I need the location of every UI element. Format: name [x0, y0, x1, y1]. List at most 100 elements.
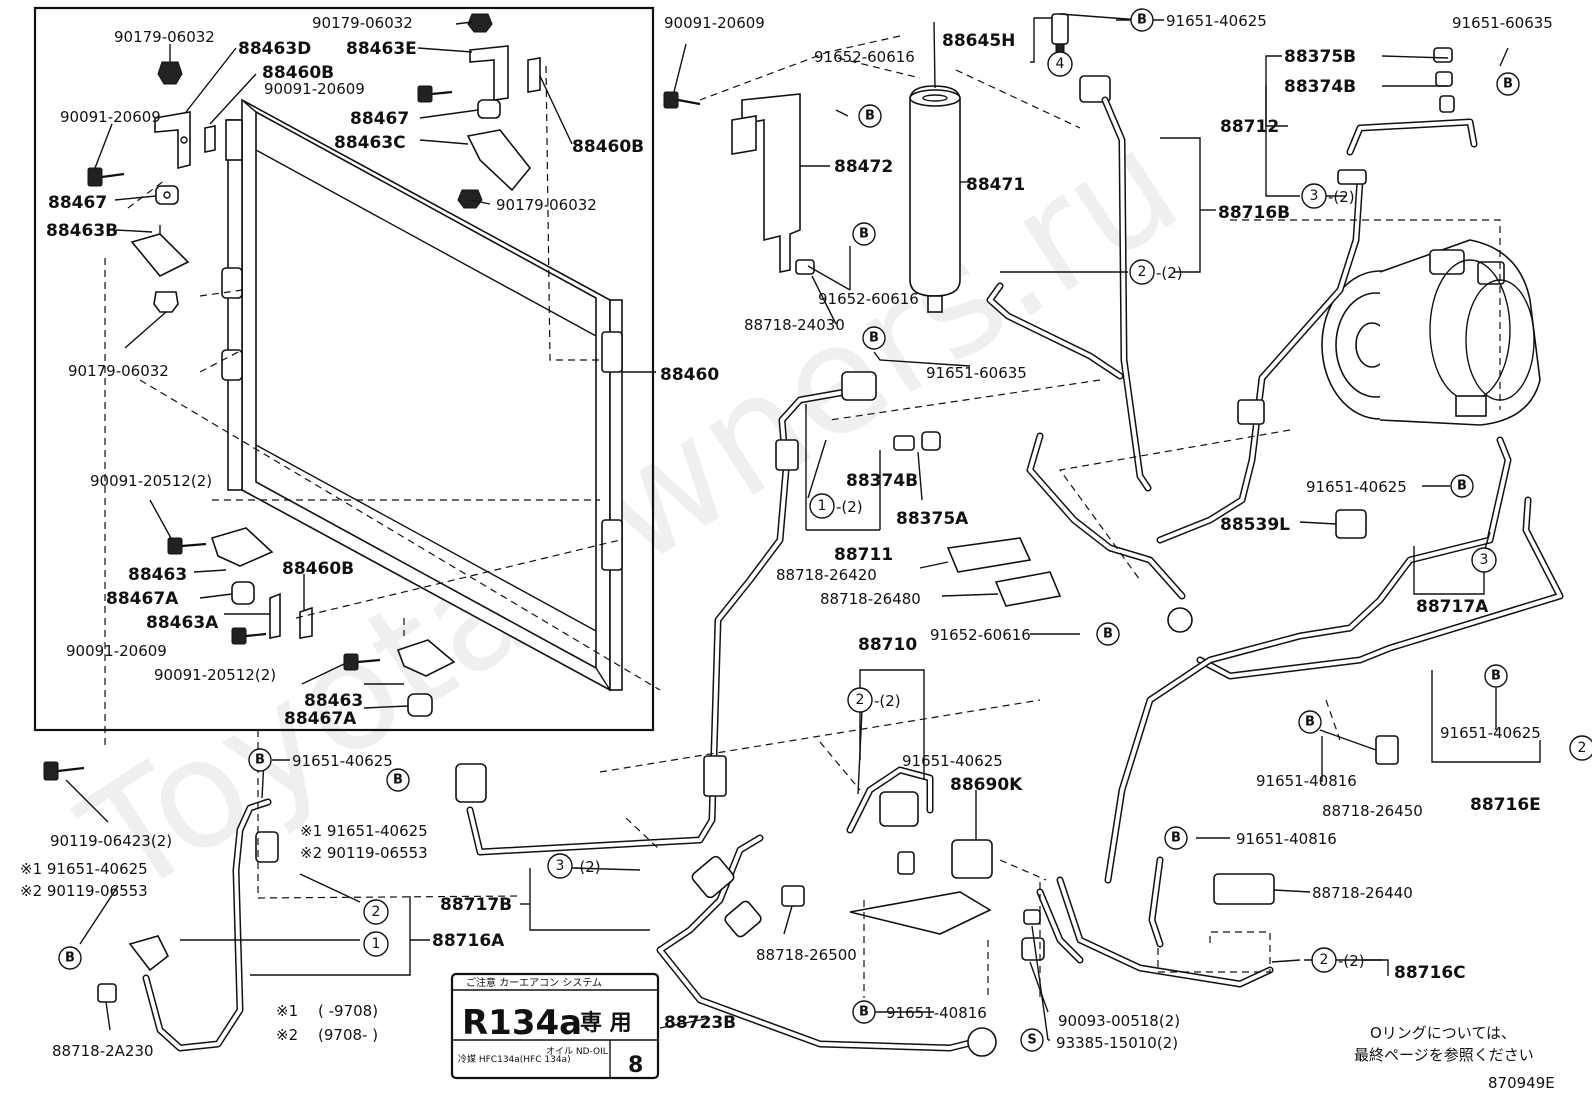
- label-88467-a: 88467: [48, 193, 107, 213]
- nut-90093-00518: [1021, 937, 1045, 961]
- hose-clamp-88712: [1337, 169, 1367, 185]
- marker-s-93385: S: [1020, 1028, 1044, 1052]
- label-91652-60616-c: 91652-60616: [930, 626, 1031, 644]
- marker-b-91651-60635-center: B: [862, 326, 886, 350]
- bracket-88463-lower: [396, 639, 456, 677]
- label-88718-24030: 88718-24030: [744, 316, 845, 334]
- label-bubble3-qty-a: -(2): [574, 858, 601, 876]
- label-88711: 88711: [834, 545, 893, 565]
- label-88718-2a230: 88718-2A230: [52, 1042, 154, 1060]
- diagram-code: 870949E: [1488, 1074, 1555, 1092]
- bubble-1-88716a: 1: [363, 931, 389, 957]
- cushion-88467-top: [477, 99, 501, 119]
- label-note2-90119-06553-left: ※2 90119-06553: [20, 882, 148, 900]
- label-91651-40816-c: 91651-40816: [1236, 830, 1337, 848]
- label-88716a: 88716A: [432, 931, 505, 951]
- cap-88375a: [921, 431, 941, 451]
- bubble-1-88711: 1: [809, 493, 835, 519]
- label-88717b: 88717B: [440, 895, 512, 915]
- label-88463c: 88463C: [334, 133, 406, 153]
- plate-oil-number: 8: [628, 1053, 643, 1078]
- compressor-drawing: [1321, 239, 1541, 426]
- cushion-88467a-left: [231, 581, 255, 605]
- bubble-2-88716e: 2: [1569, 735, 1592, 761]
- hose-crimp-88711-lower: [703, 755, 727, 797]
- label-bubble2-qty-c: -(2): [1338, 952, 1365, 970]
- range1-text: ( -9708): [318, 1002, 378, 1020]
- label-bubble2-qty-a: -(2): [1156, 264, 1183, 282]
- plate-header: ご注意 カーエアコン システム: [466, 976, 602, 989]
- fitting-88711-top: [841, 371, 877, 401]
- range2-text: (9708- ): [318, 1026, 378, 1044]
- svg-text:B: B: [65, 951, 75, 966]
- label-90093-00518: 90093-00518(2): [1058, 1012, 1180, 1030]
- svg-text:2: 2: [1578, 740, 1587, 756]
- label-88460: 88460: [660, 365, 719, 385]
- label-90179-06032-b: 90179-06032: [68, 362, 169, 380]
- note-oring-line1: Oリングについては、: [1370, 1024, 1516, 1042]
- label-88460b-c: 88460B: [282, 559, 354, 579]
- hose-crimp-88712: [1237, 399, 1265, 425]
- condenser-group-frame: [33, 6, 655, 732]
- bubble-2-88710: 2: [847, 687, 873, 713]
- marker-b-91651-40625-88539l: B: [1450, 474, 1474, 498]
- svg-text:B: B: [859, 1005, 869, 1020]
- bracket-88472: [731, 93, 801, 273]
- label-91651-40625-left: 91651-40625: [292, 752, 393, 770]
- bolt-90091-top-center: [417, 85, 453, 103]
- marker-b-91651-60635-right: B: [1496, 72, 1520, 96]
- label-88467a-b: 88467A: [284, 709, 357, 729]
- label-88375b: 88375B: [1284, 47, 1356, 67]
- bracket-88463d: [154, 111, 191, 170]
- label-90179-06032-a: 90179-06032: [114, 28, 215, 46]
- label-90179-06032-c: 90179-06032: [312, 14, 413, 32]
- bolt-93385-15010: [1023, 909, 1041, 925]
- label-88718-26450: 88718-26450: [1322, 802, 1423, 820]
- marker-b-91652-top: B: [858, 104, 882, 128]
- bolt-90119-06423: [43, 761, 59, 781]
- condenser-drawing: [221, 98, 623, 692]
- label-88374b-b: 88374B: [1284, 77, 1356, 97]
- label-88467a-a: 88467A: [106, 589, 179, 609]
- bubble-3-88712: 3: [1301, 183, 1327, 209]
- plate-refrigerant: R134a: [462, 1003, 582, 1043]
- label-bubble1-qty: -(2): [836, 498, 863, 516]
- note-oring-line2: 最終ページを参照ください: [1354, 1046, 1534, 1064]
- label-note2-90119-06553-mid: ※2 90119-06553: [300, 844, 428, 862]
- clamp-88718-2a230: [97, 983, 117, 1003]
- label-88463-b: 88463: [304, 691, 363, 711]
- label-91651-40625-d: 91651-40625: [1306, 478, 1407, 496]
- label-88645h: 88645H: [942, 31, 1015, 51]
- svg-text:1: 1: [818, 498, 827, 514]
- bracket-88460b-top-right: [527, 57, 541, 93]
- marker-b-91651-40625-mid-left: B: [386, 768, 410, 792]
- bubble-3-88717b: 3: [547, 853, 573, 879]
- bracket-88539l: [1335, 509, 1367, 539]
- label-91651-40625-e: 91651-40625: [1440, 724, 1541, 742]
- bolt-90091-left: [87, 167, 125, 187]
- bubble-2-88716b: 2: [1129, 259, 1155, 285]
- bracket-88460b-upper-left: [204, 125, 216, 153]
- clamp-88718-26450: [1375, 735, 1399, 765]
- hose-crimp-88717b: [691, 855, 735, 899]
- label-88718-26420: 88718-26420: [776, 566, 877, 584]
- bubble-3-88717a: 3: [1471, 547, 1497, 573]
- label-88539l: 88539L: [1220, 515, 1290, 535]
- svg-text:3: 3: [556, 858, 565, 874]
- label-88723b: 88723B: [664, 1013, 736, 1033]
- svg-text:2: 2: [856, 692, 865, 708]
- label-note1-91651-40625-left: ※1 91651-40625: [20, 860, 148, 878]
- fitting-88717b-end: [967, 1027, 997, 1057]
- label-88718-26440: 88718-26440: [1312, 884, 1413, 902]
- clamp-88718-26500: [781, 885, 805, 907]
- svg-text:2: 2: [372, 904, 381, 920]
- label-91651-40816-b: 91651-40816: [1256, 772, 1357, 790]
- label-90091-20609-c: 90091-20609: [66, 642, 167, 660]
- label-88472: 88472: [834, 157, 893, 177]
- label-88374b-a: 88374B: [846, 471, 918, 491]
- label-88718-26480: 88718-26480: [820, 590, 921, 608]
- receiver-dryer-88471: [909, 85, 961, 313]
- fitting-88716b-top: [1079, 75, 1111, 103]
- label-90119-06423: 90119-06423(2): [50, 832, 172, 850]
